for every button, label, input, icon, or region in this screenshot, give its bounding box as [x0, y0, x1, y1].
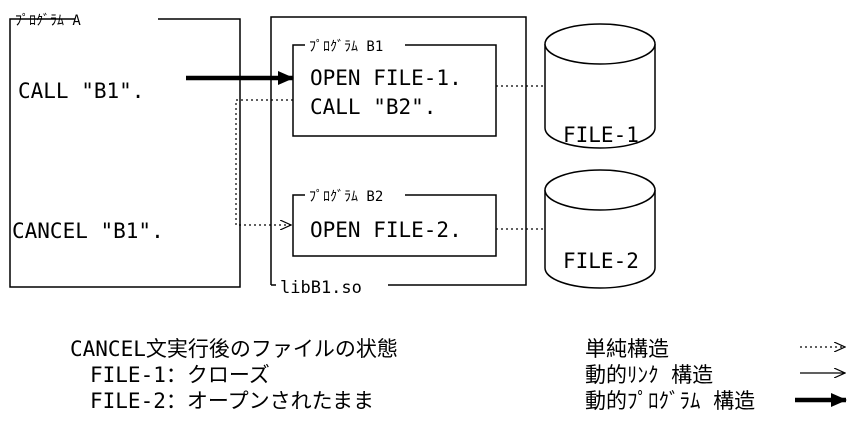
program-a-box: ﾌﾟﾛｸﾞﾗﾑ A CALL "B1". CANCEL "B1".: [9, 13, 241, 288]
state-note: CANCEL文実行後のファイルの状態 FILE-1：クローズ FILE-2：オー…: [70, 337, 398, 413]
program-a-cancel-line: CANCEL "B1".: [12, 219, 164, 243]
file-2-cylinder: FILE-2: [544, 169, 656, 289]
file-2-label: FILE-2: [563, 249, 639, 273]
program-b1-box: ﾌﾟﾛｸﾞﾗﾑ B1 OPEN FILE-1. CALL "B2".: [292, 39, 497, 137]
library-name: libB1.so: [280, 278, 362, 298]
program-b1-open-line: OPEN FILE-1.: [310, 66, 462, 90]
state-note-file-2: FILE-2：オープンされたまま: [90, 389, 374, 413]
simple-call-arrow: [235, 99, 293, 225]
state-note-title: CANCEL文実行後のファイルの状態: [70, 337, 398, 361]
program-b2-box: ﾌﾟﾛｸﾞﾗﾑ B2 OPEN FILE-2.: [292, 189, 497, 257]
program-b1-caption: ﾌﾟﾛｸﾞﾗﾑ B1: [309, 39, 383, 55]
legend-label-simple: 単純構造: [585, 337, 669, 361]
file-1-label: FILE-1: [563, 123, 639, 147]
program-a-caption: ﾌﾟﾛｸﾞﾗﾑ A: [15, 13, 81, 29]
program-a-call-line: CALL "B1".: [18, 79, 144, 103]
legend-label-dynamic-program: 動的ﾌﾟﾛｸﾞﾗﾑ 構造: [585, 389, 755, 413]
file-1-cylinder: FILE-1: [544, 23, 656, 149]
library-box: libB1.so: [270, 16, 527, 298]
program-b2-open-line: OPEN FILE-2.: [310, 218, 462, 242]
program-b2-caption: ﾌﾟﾛｸﾞﾗﾑ B2: [309, 189, 383, 205]
program-b1-call-line: CALL "B2".: [310, 95, 436, 119]
legend: 単純構造 動的ﾘﾝｸ 構造 動的ﾌﾟﾛｸﾞﾗﾑ 構造: [585, 337, 847, 413]
state-note-file-1: FILE-1：クローズ: [90, 363, 270, 387]
legend-label-dynamic-link: 動的ﾘﾝｸ 構造: [585, 363, 713, 387]
